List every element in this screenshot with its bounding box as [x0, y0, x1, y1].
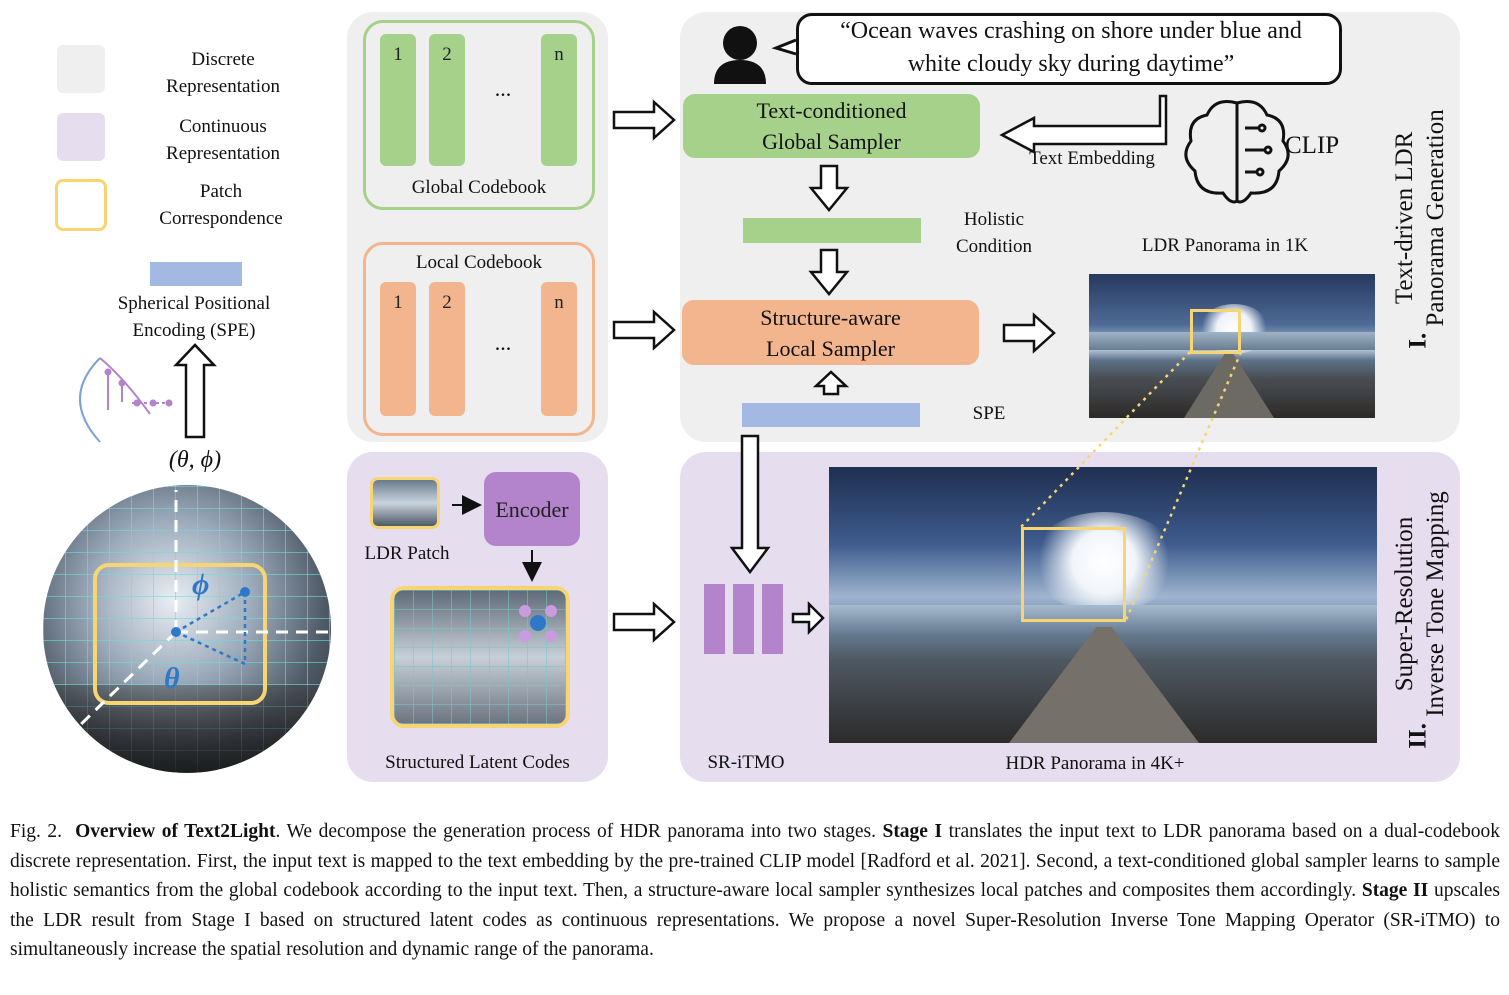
ldr-panorama-image: [1089, 274, 1375, 418]
local-ellipsis: ...: [494, 330, 512, 355]
user-icon: [714, 26, 766, 84]
sritmo-block-3: [762, 584, 783, 654]
hdr-title: HDR Panorama in 4K+: [1005, 753, 1185, 774]
spe-bar: [742, 403, 920, 427]
global-ellipsis: ...: [494, 76, 512, 101]
legend-spe-label: Spherical Positional Encoding (SPE): [117, 293, 271, 341]
global-code-2: 2: [429, 34, 465, 166]
local-code-1: 1: [380, 282, 416, 416]
global-sampler-box: Text-conditioned Global Sampler: [683, 94, 980, 158]
local-code-n: n: [541, 282, 577, 416]
spe-label: SPE: [972, 403, 1006, 424]
caption-stage2: Stage II: [1361, 880, 1429, 901]
hollow-arrows: [173, 94, 1168, 643]
sritmo-block-1: [704, 584, 725, 654]
local-code-2: 2: [429, 282, 465, 416]
global-codebook-box: [363, 20, 595, 210]
legend-patch-swatch: [55, 179, 107, 231]
legend-continuous-label: Continuous Representation: [166, 116, 280, 164]
coords-label: (θ, ϕ): [168, 447, 222, 473]
holistic-label: Holistic Condition: [955, 209, 1032, 257]
sritmo-block-2: [733, 584, 754, 654]
sritmo-label: SR-iTMO: [707, 752, 785, 773]
legend-patch-label: Patch Correspondence: [159, 181, 283, 229]
caption-fig: Fig. 2.: [10, 821, 63, 842]
global-code-n: n: [541, 34, 577, 166]
legend-discrete-label: Discrete Representation: [166, 49, 280, 97]
holistic-bar: [743, 218, 921, 243]
sphere-patch: [93, 563, 267, 705]
ldr-title: LDR Panorama in 1K: [1141, 235, 1309, 256]
caption-p2: translates the input text to LDR panoram…: [10, 821, 1501, 901]
caption-title: Overview of Text2Light: [75, 821, 276, 842]
legend-spe-swatch: [150, 262, 242, 286]
caption-p3: upscales the LDR result from Stage I bas…: [10, 880, 1501, 960]
gaussian-icon: [79, 357, 172, 443]
hdr-panorama-image: [829, 467, 1377, 743]
phi-label: ϕ: [192, 568, 210, 601]
local-codebook-title: Local Codebook: [415, 252, 543, 273]
latent-label: Structured Latent Codes: [385, 752, 570, 773]
caption-p1: . We decompose the generation process of…: [275, 821, 883, 842]
text-embedding-label: Text Embedding: [1029, 148, 1155, 169]
caption-stage1: Stage I: [882, 821, 943, 842]
legend-discrete-swatch: [57, 45, 105, 93]
prompt-bubble: [796, 13, 1342, 85]
latent-grid: [390, 586, 570, 728]
brain-icon: [1184, 100, 1290, 204]
ldr-patch-label: LDR Patch: [364, 543, 450, 564]
ldr-patch-thumbnail: [370, 477, 440, 529]
global-code-1: 1: [380, 34, 416, 166]
panorama-sphere: [43, 485, 331, 773]
local-codebook-box: [363, 242, 595, 436]
clip-label: CLIP: [1285, 132, 1340, 159]
figure-caption: Fig. 2. Overview of Text2Light. We decom…: [10, 817, 1500, 965]
theta-label: θ: [164, 662, 180, 695]
hdr-patch-marker: [1021, 527, 1126, 622]
local-sampler-box: Structure-aware Local Sampler: [682, 300, 979, 365]
encoder-box: Encoder: [484, 472, 580, 546]
legend-continuous-swatch: [57, 113, 105, 161]
global-codebook-title: Global Codebook: [411, 177, 547, 198]
ldr-patch-marker: [1190, 309, 1241, 354]
prompt-text: “Ocean waves crashing on shore under blu…: [840, 18, 1302, 77]
